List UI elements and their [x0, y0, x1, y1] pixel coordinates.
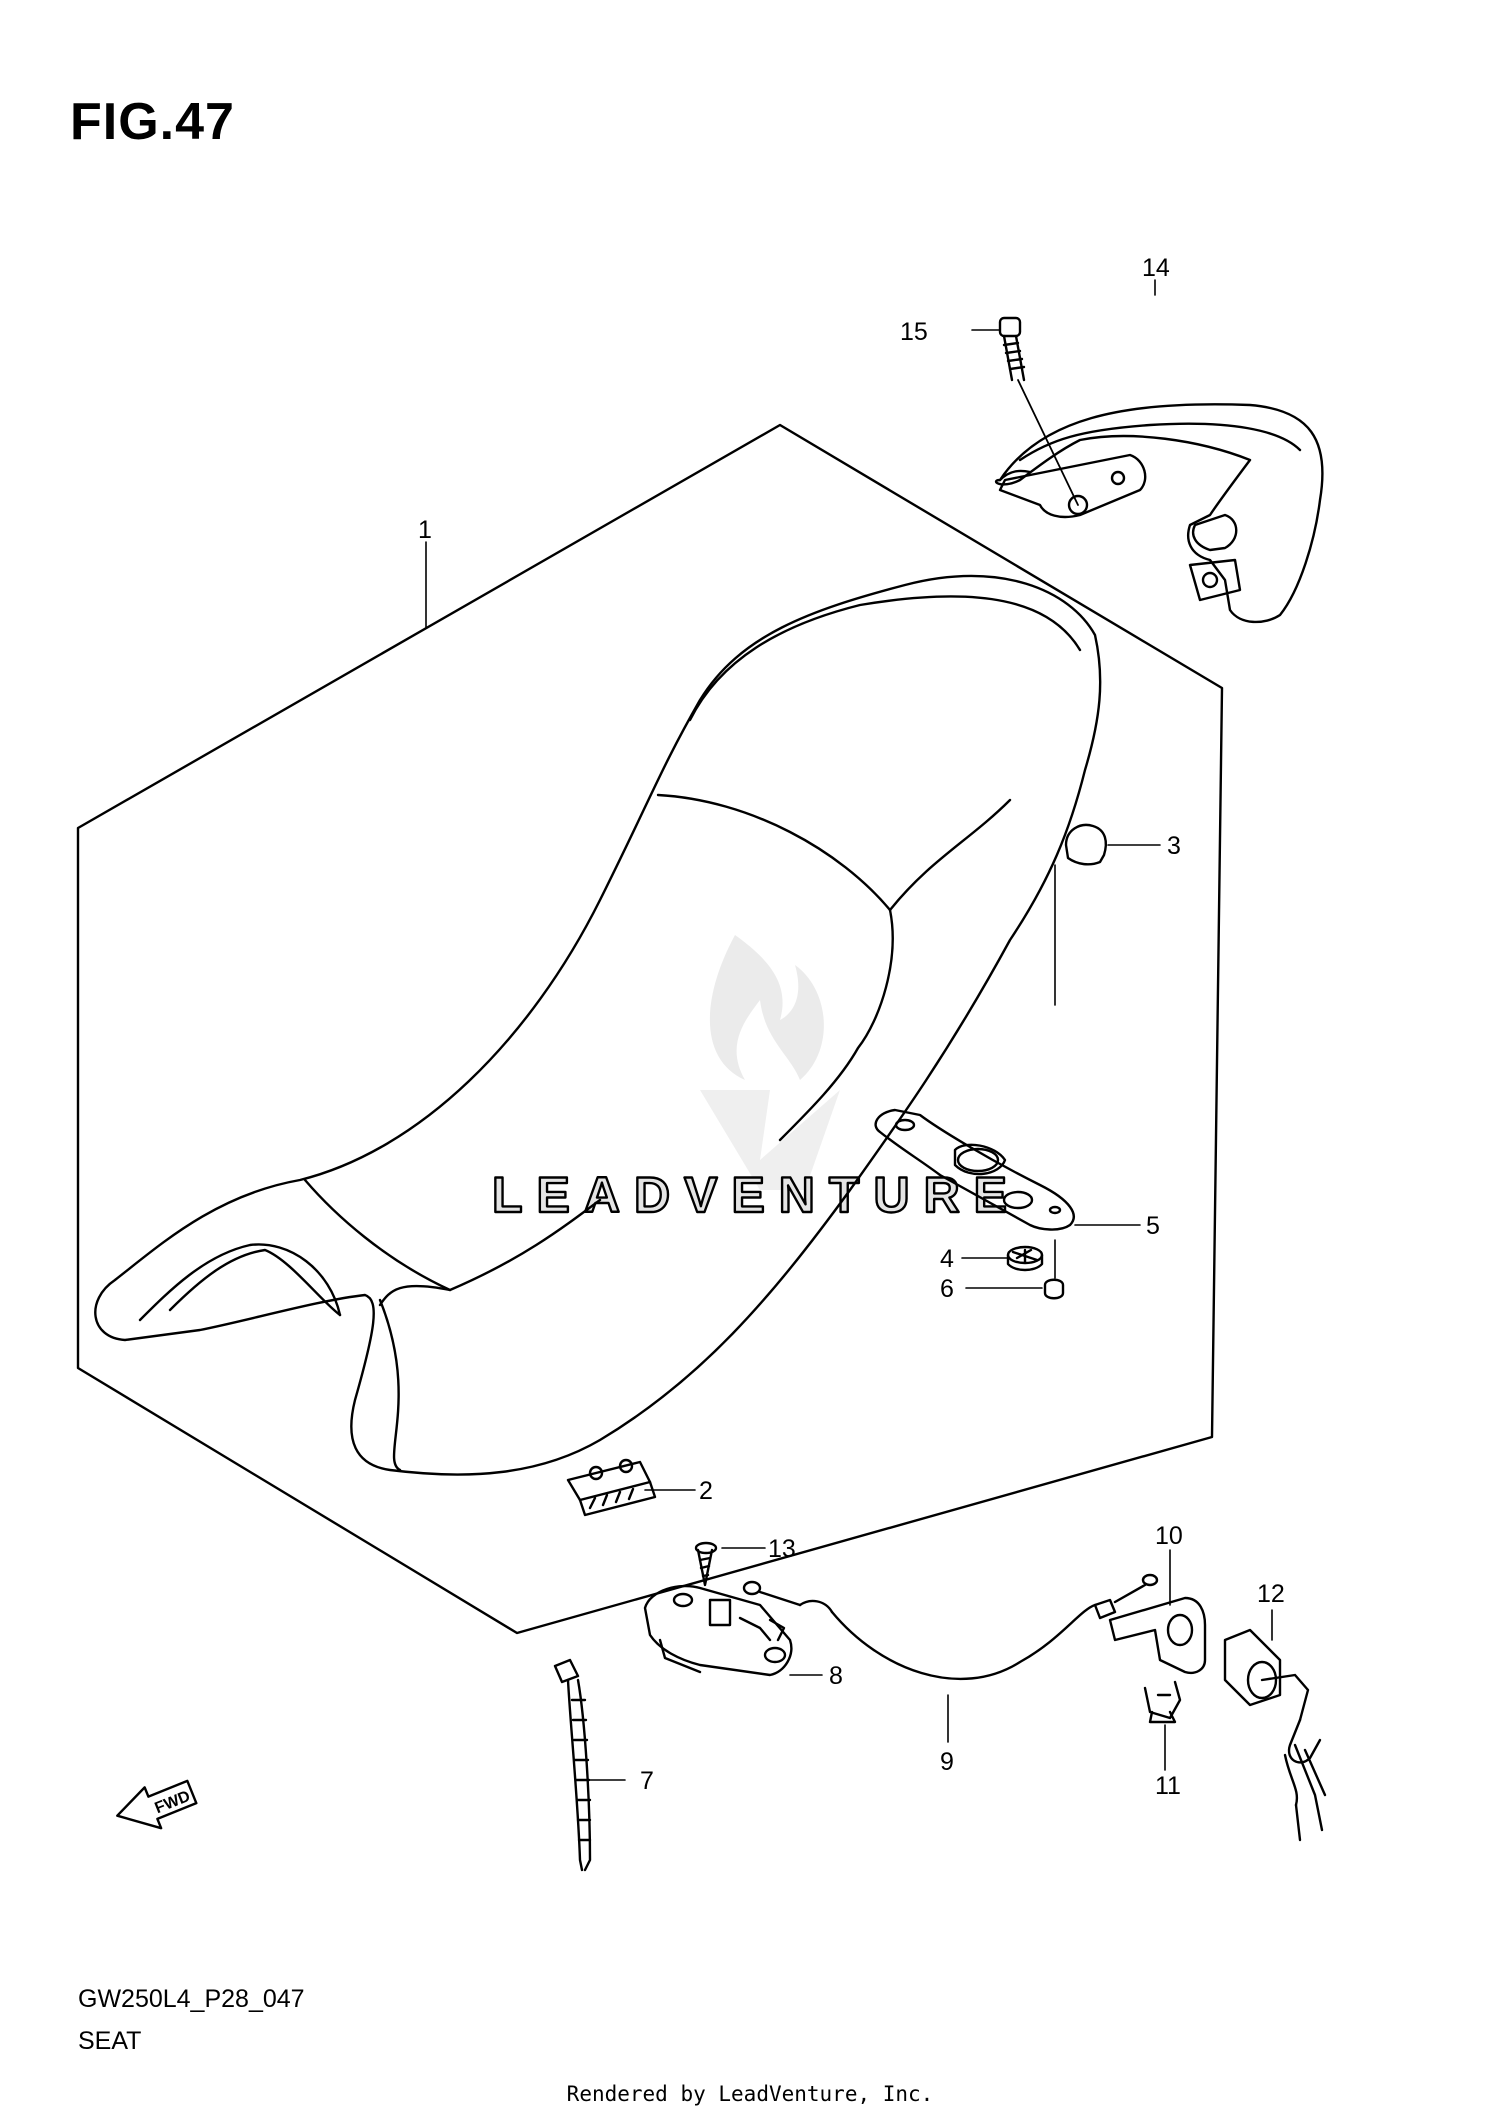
callout-14: 14	[1142, 254, 1170, 282]
callout-labels: 1 2 3 4 5 6 7 8 9 10 11 12 13 14 15	[418, 254, 1285, 1800]
figure-title: FIG.47	[70, 93, 235, 151]
callout-4: 4	[940, 1245, 954, 1273]
nut-part-6	[1043, 1278, 1065, 1300]
seat-lock-cable-part-9	[742, 1573, 1159, 1681]
section-name: SEAT	[78, 2027, 142, 2055]
grab-rail-part-14	[994, 403, 1324, 624]
cable-tie-part-7	[553, 1658, 592, 1872]
watermark-text: LEADVENTURE	[492, 1167, 1021, 1223]
cushion-part-3	[1064, 823, 1107, 866]
forward-arrow-icon	[116, 1779, 198, 1830]
seat-assembly-outline	[76, 423, 1224, 1635]
callout-5: 5	[1146, 1212, 1160, 1240]
callout-13: 13	[768, 1535, 796, 1563]
render-credit: Rendered by LeadVenture, Inc.	[566, 2082, 934, 2106]
diagram-code: GW250L4_P28_047	[78, 1985, 305, 2013]
callout-10: 10	[1155, 1522, 1183, 1550]
watermark: LEADVENTURE	[491, 935, 1021, 1224]
damper-part-4	[1006, 1245, 1044, 1272]
callout-11: 11	[1155, 1772, 1181, 1800]
callout-6: 6	[940, 1275, 954, 1303]
clip-part-11	[1143, 1680, 1182, 1724]
seat-damper-part-2	[566, 1458, 657, 1517]
seat-hook-plate-part-5	[874, 1108, 1075, 1231]
callout-2: 2	[699, 1477, 713, 1505]
callout-15: 15	[900, 318, 928, 346]
direction-marker: FWD	[116, 1779, 198, 1830]
callout-1: 1	[418, 516, 432, 544]
callout-9: 9	[940, 1748, 954, 1776]
bolt-part-15	[998, 316, 1079, 506]
callout-12: 12	[1257, 1580, 1285, 1608]
flame-logo-icon	[709, 935, 824, 1080]
seat-lock-set-part-12	[1223, 1628, 1327, 1842]
screw-part-13	[694, 1541, 718, 1587]
callout-3: 3	[1167, 832, 1181, 860]
seat-part-1	[94, 574, 1102, 1476]
callout-8: 8	[829, 1662, 843, 1690]
callout-7: 7	[640, 1767, 654, 1795]
lock-bracket-part-8	[643, 1584, 793, 1677]
v-logo-mark	[700, 1090, 840, 1190]
lock-holder-bracket-part-10	[1108, 1596, 1207, 1674]
leader-lines	[425, 279, 1273, 1781]
